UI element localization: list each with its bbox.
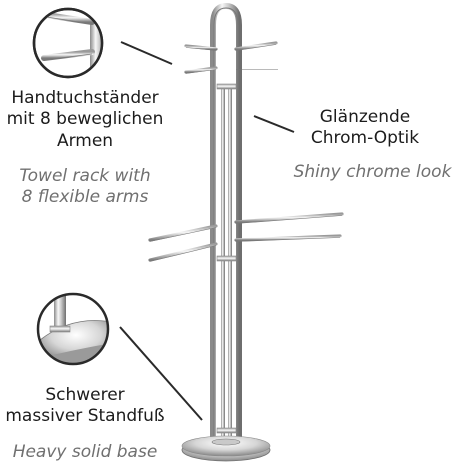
chrome-label-de-line2: Chrom-Optik	[310, 128, 420, 149]
lower-arms	[148, 212, 344, 262]
base-label-de-line1: Schwerer	[45, 385, 125, 405]
base-detail-inset	[36, 292, 110, 366]
upper-arms	[184, 41, 280, 74]
arms-label-de: Handtuchständer mit 8 beweglichen Armen	[0, 88, 170, 152]
arms-label-de-line1: Handtuchständer	[11, 88, 159, 108]
arms-label-en-line2: 8 flexible arms	[21, 187, 149, 208]
chrome-label-de: Glänzende Chrom-Optik	[285, 107, 445, 150]
base-label-de: Schwerer massiver Standfuß	[0, 385, 170, 428]
base-label-de-line2: massiver Standfuß	[5, 406, 165, 427]
arms-label-en: Towel rack with 8 flexible arms	[0, 166, 170, 209]
chrome-label-de-line1: Glänzende	[319, 107, 411, 127]
rack-stand	[181, 2, 271, 462]
chrome-label-en-line1: Shiny chrome look	[293, 162, 452, 182]
base-label-en-line1: Heavy solid base	[12, 442, 158, 462]
arms-label-de-line2: mit 8 beweglichen	[6, 109, 164, 130]
arms-label-en-line1: Towel rack with	[19, 166, 151, 186]
arms-label-de-line3: Armen	[56, 130, 114, 151]
chrome-label-en: Shiny chrome look	[285, 162, 453, 183]
arms-detail-inset	[32, 7, 104, 79]
pointer-lines	[119, 41, 295, 421]
base-label-en: Heavy solid base	[0, 442, 170, 463]
